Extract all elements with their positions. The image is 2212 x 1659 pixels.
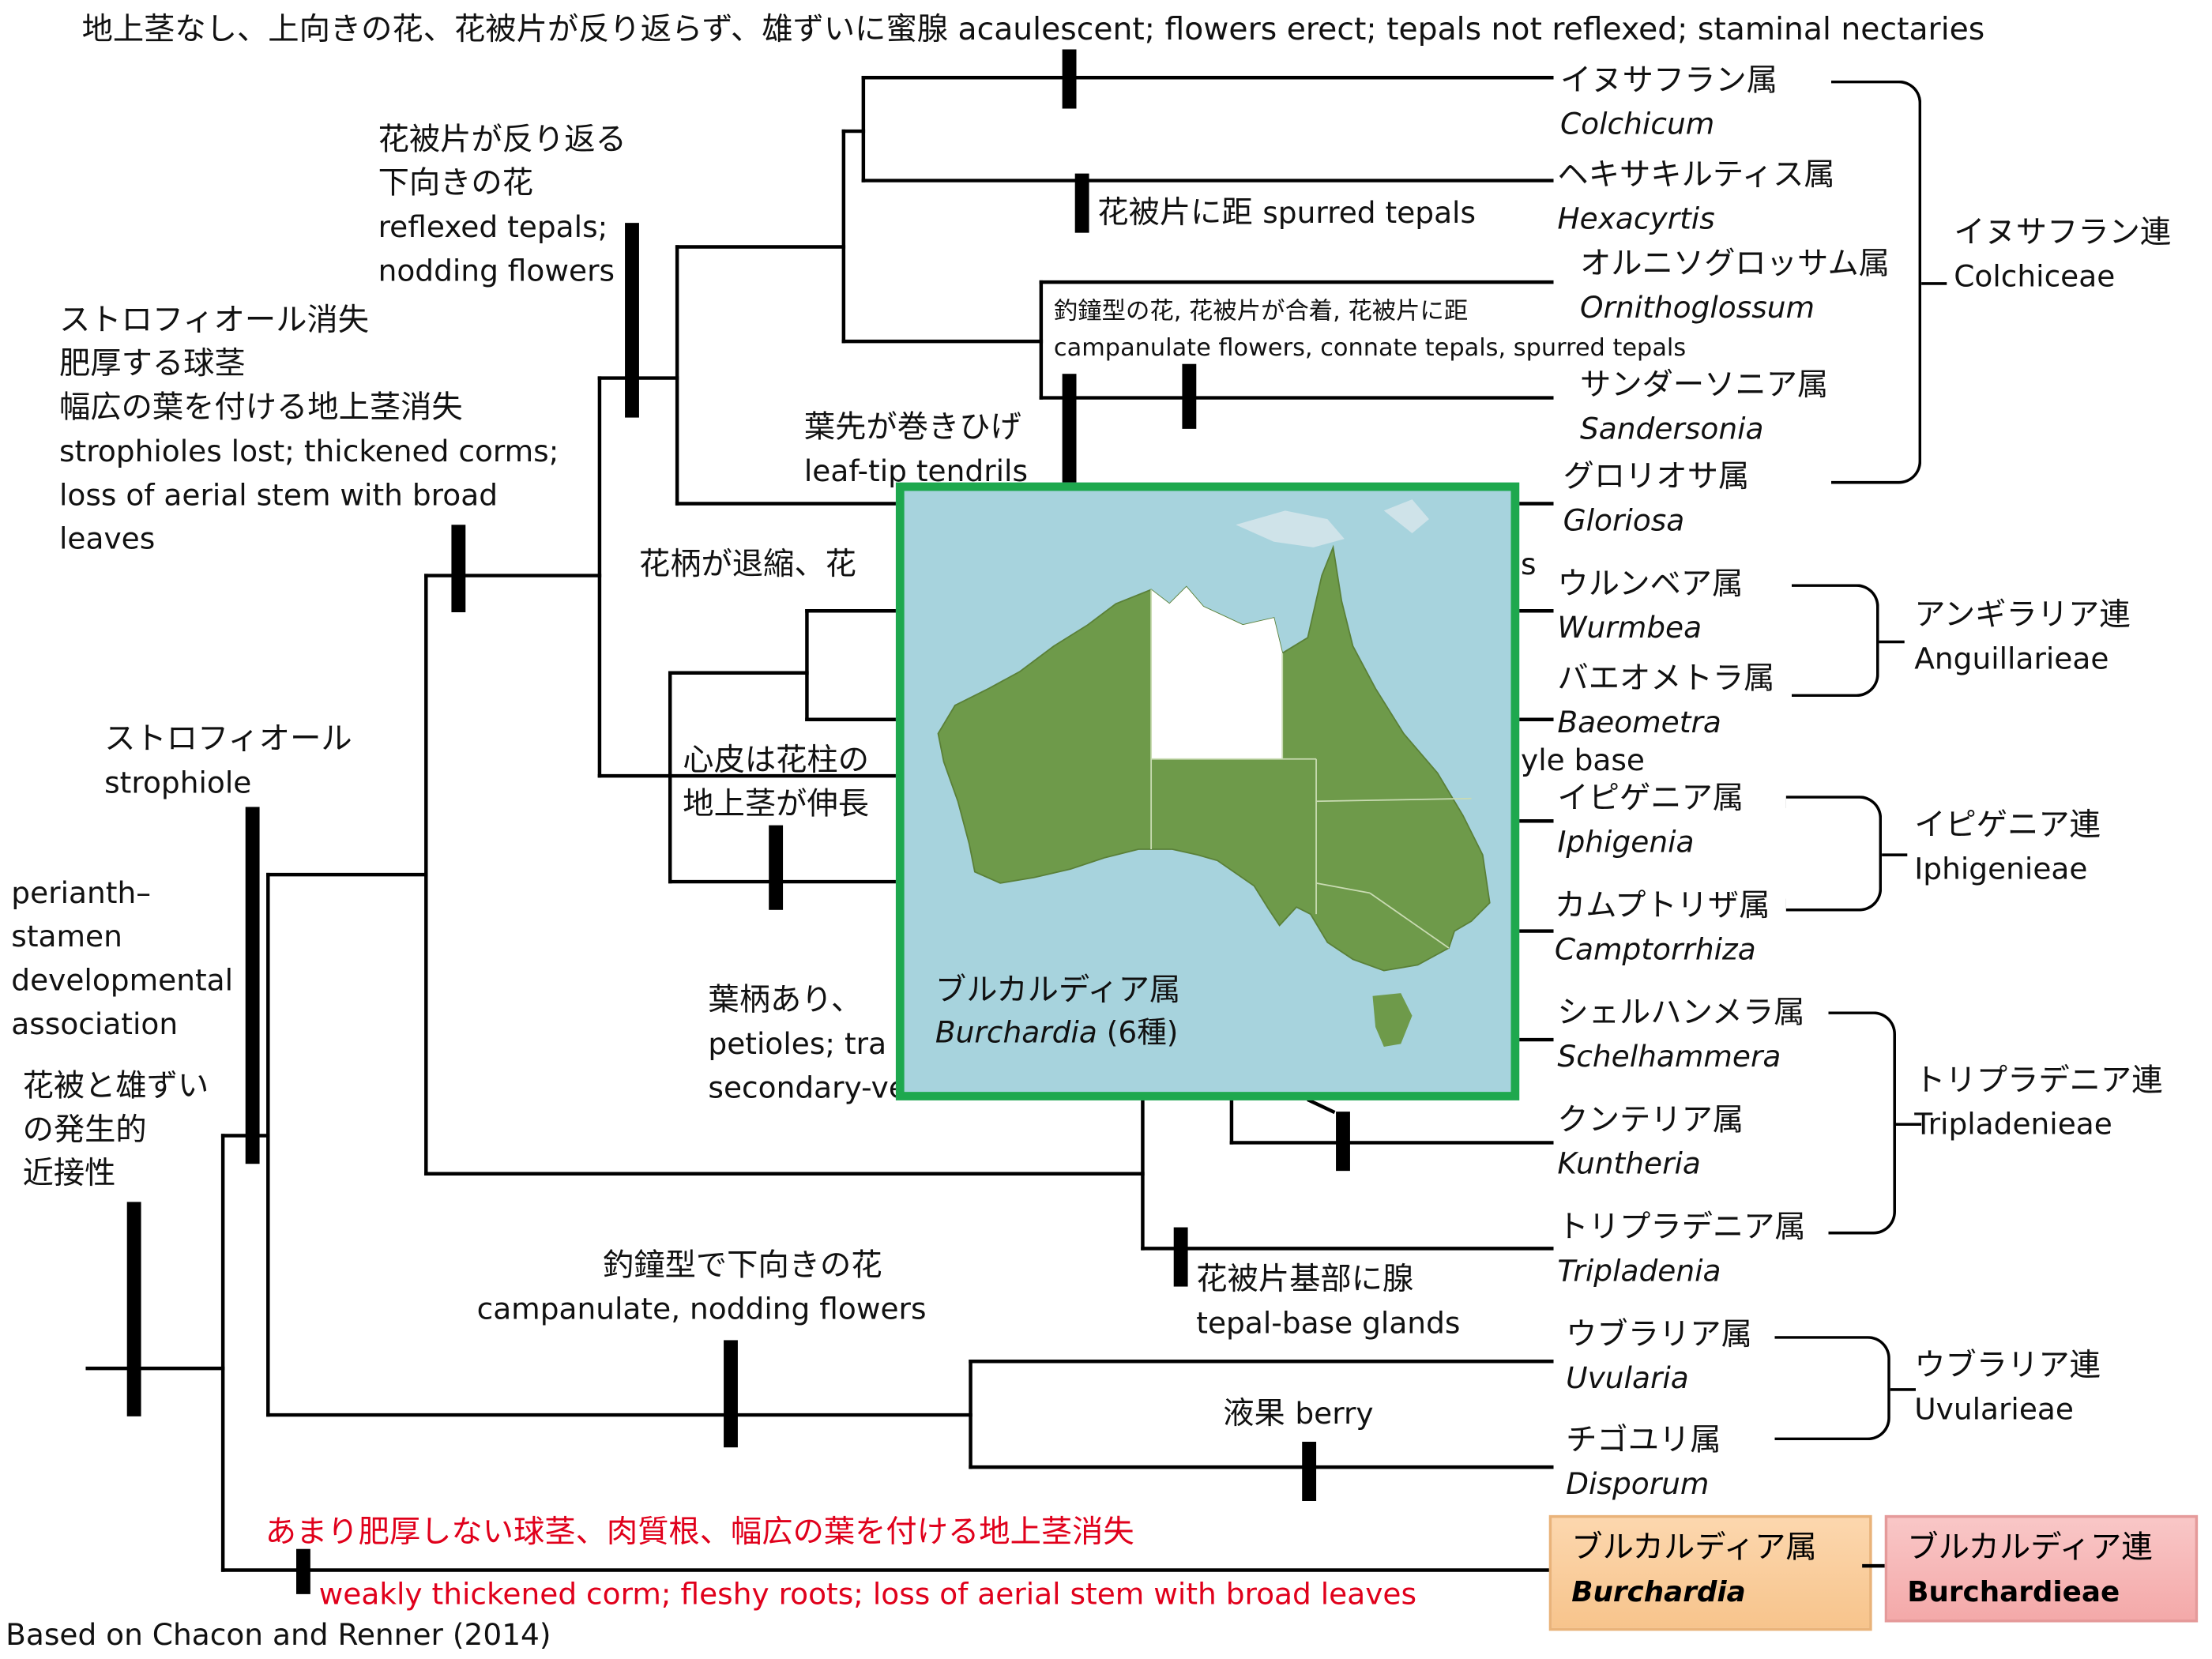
tasmania bbox=[1372, 993, 1413, 1047]
northern-territory-unshaded bbox=[1151, 586, 1283, 759]
map-genus-latin: Burchardia (6種) bbox=[935, 1015, 1179, 1050]
character-bar bbox=[724, 1340, 738, 1448]
tribe-bracket bbox=[1785, 796, 1908, 912]
tribe-bracket bbox=[1828, 1011, 1922, 1235]
character-bar bbox=[296, 1548, 310, 1594]
burchardia-distribution-map: ブルカルディア属 Burchardia (6種) bbox=[895, 482, 1520, 1100]
pedicel-label-tail: s bbox=[1521, 547, 1537, 581]
character-bar bbox=[1173, 1227, 1188, 1287]
character-bar bbox=[1336, 1112, 1350, 1172]
berry-label: 液果 berry bbox=[1223, 1396, 1374, 1432]
burchardia-character-ja: あまり肥厚しない球茎、肉質根、幅広の葉を付ける地上茎消失 bbox=[265, 1514, 1134, 1551]
burchardieae-tribe-box: ブルカルディア連 Burchardieae bbox=[1884, 1514, 2199, 1623]
state-borders bbox=[1150, 589, 1472, 949]
burchardia-genus-box: ブルカルディア属 Burchardia bbox=[1548, 1514, 1872, 1631]
burchardia-connector bbox=[1862, 1563, 1885, 1568]
carpel-label-tail: yle base bbox=[1521, 743, 1646, 777]
tribe-bracket bbox=[1791, 584, 1905, 698]
burchardia-character-en: weakly thickened corm; fleshy roots; los… bbox=[318, 1577, 1417, 1612]
character-bar bbox=[1074, 173, 1089, 233]
perianth-stamen-ja-label: 花被と雄ずいの発生的近接性 bbox=[22, 1069, 209, 1192]
character-bar bbox=[1182, 363, 1197, 429]
carpel-label: 心皮は花柱の地上茎が伸長 bbox=[683, 743, 870, 823]
neighbouring-islands bbox=[1236, 499, 1429, 547]
character-bar bbox=[1302, 1442, 1317, 1501]
character-bar bbox=[1062, 374, 1077, 487]
character-bar bbox=[126, 1202, 141, 1416]
tribe-bracket bbox=[1774, 1336, 1917, 1441]
character-bar bbox=[625, 223, 639, 418]
spurred-tepals-label: 花被片に距 spurred tepals bbox=[1097, 196, 1477, 231]
character-bar bbox=[1062, 49, 1077, 109]
australia-map bbox=[937, 499, 1491, 1047]
character-bar bbox=[245, 807, 260, 1164]
root-character-header: 地上茎なし、上向きの花、花被片が反り返らず、雄ずいに蜜腺 acaulescent… bbox=[81, 13, 1985, 48]
tribe-bracket bbox=[1830, 80, 1947, 484]
character-bar bbox=[769, 825, 784, 910]
character-bar bbox=[451, 525, 466, 612]
map-genus-name: ブルカルディア属 bbox=[935, 973, 1181, 1009]
source-citation: Based on Chacon and Renner (2014) bbox=[6, 1618, 551, 1653]
pedicel-label: 花柄が退縮、花 bbox=[638, 547, 856, 583]
